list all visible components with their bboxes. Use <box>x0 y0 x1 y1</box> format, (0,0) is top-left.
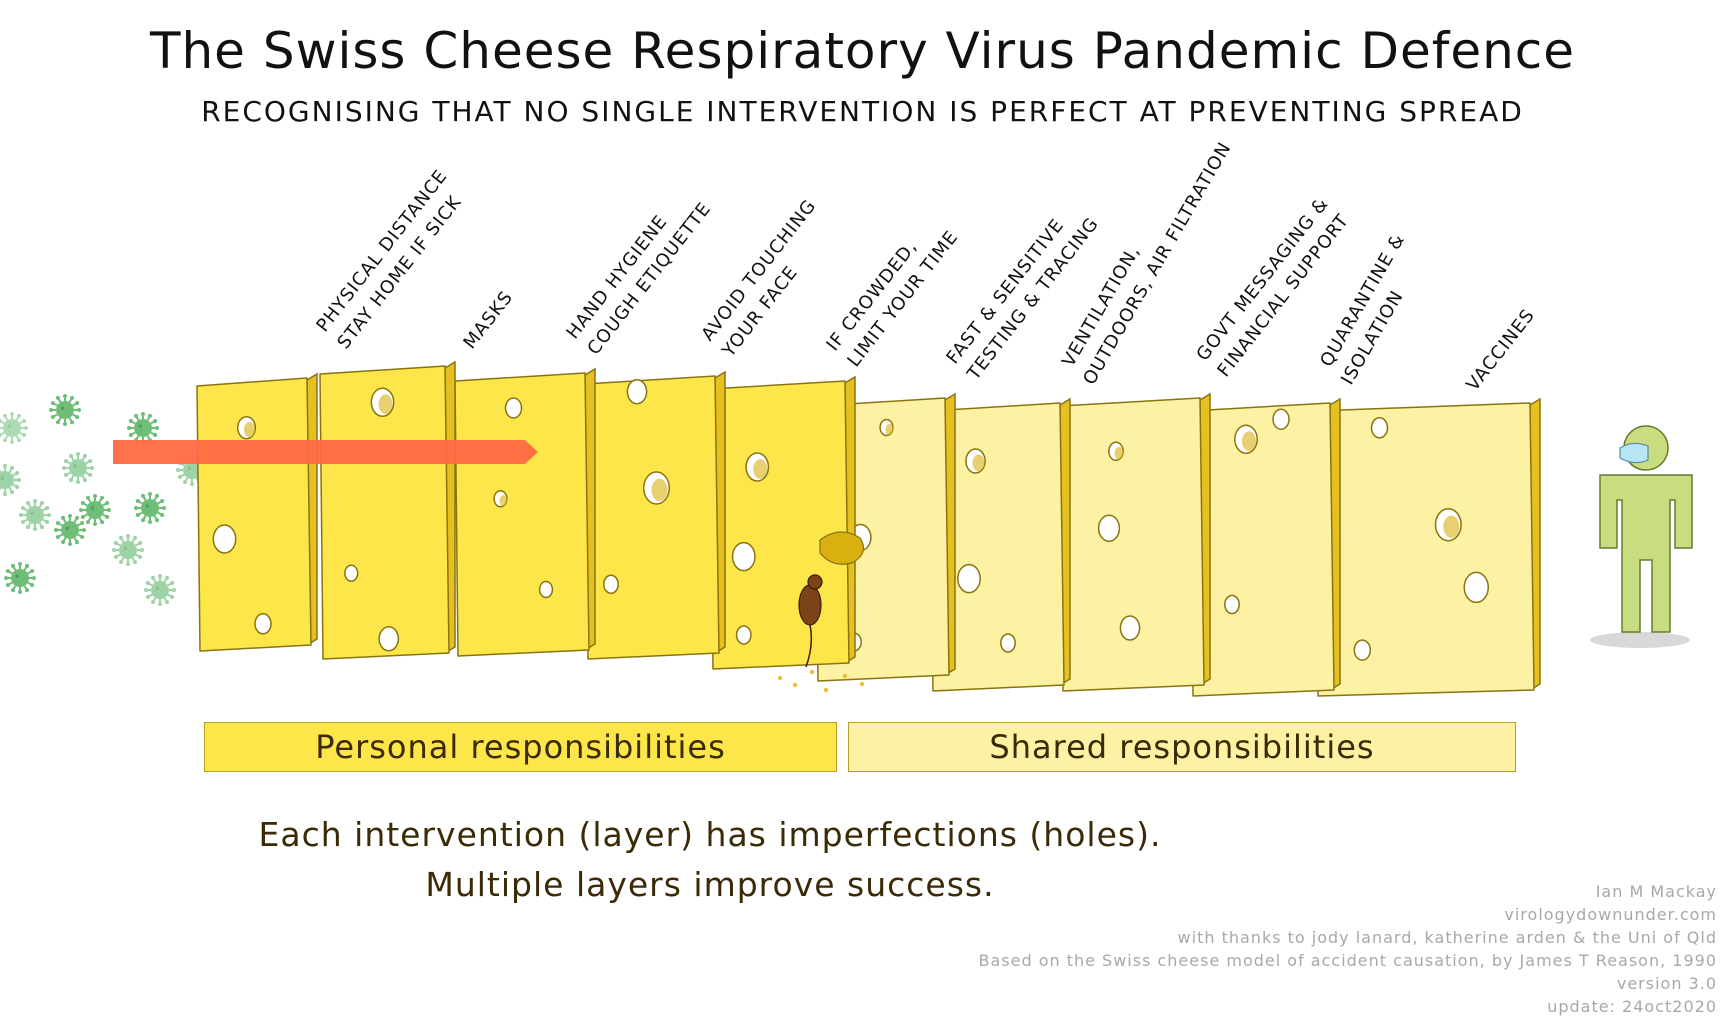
virus-icon <box>134 492 166 524</box>
cheese-face <box>1189 402 1335 697</box>
mouse-icon <box>777 531 865 693</box>
cheese-face <box>196 377 312 652</box>
credit-version: version 3.0 <box>1616 974 1717 993</box>
person-icon <box>1590 425 1693 648</box>
cheese-hole-depth <box>378 394 393 415</box>
cheese-hole <box>1370 417 1389 439</box>
cheese-layer-9 <box>1189 397 1341 697</box>
cheese-layer-5 <box>709 375 856 670</box>
layer-labels: physical distance stay home if sick mask… <box>312 138 1539 395</box>
mask-icon <box>1619 442 1649 464</box>
layer-label-10a: vaccines <box>1462 305 1539 395</box>
cheese-hole-depth <box>1242 431 1256 452</box>
virus-icon <box>54 514 86 546</box>
credit-thanks: with thanks to jody lanard, katherine ar… <box>1177 928 1717 947</box>
cheese-layer-1 <box>196 372 318 652</box>
cheese-face <box>1059 397 1205 692</box>
cheese-crumb <box>809 669 815 675</box>
cheese-hole <box>538 580 554 599</box>
cheese-crumb <box>842 673 848 679</box>
caption-line-1: Each intervention (layer) has imperfecti… <box>258 815 1162 854</box>
cheese-face <box>584 375 720 660</box>
diagram-subtitle: recognising that no single intervention … <box>201 95 1524 128</box>
virus-icon <box>0 464 21 496</box>
credit-author: Ian M Mackay <box>1595 882 1717 901</box>
layer-label-8a: govt messaging & <box>1192 193 1333 365</box>
mouse-body <box>798 584 822 626</box>
cheese-hole-depth <box>651 478 668 502</box>
cheese-crumb <box>823 687 829 693</box>
layer-label-2a: masks <box>459 287 517 353</box>
virus-icon <box>144 574 176 606</box>
cheese-layer-4 <box>584 370 726 660</box>
diagram-title: The Swiss Cheese Respiratory Virus Pande… <box>149 22 1576 80</box>
cheese-face <box>319 365 450 660</box>
cheese-hole <box>378 626 400 652</box>
cheese-hole <box>1463 571 1489 604</box>
cheese-hole <box>1119 615 1141 641</box>
cheese-layer-3 <box>454 367 596 657</box>
credit-update: update: 24oct2020 <box>1547 997 1717 1016</box>
chewed-hole <box>819 531 865 565</box>
cheese-crumb <box>777 675 783 681</box>
virus-icon <box>19 499 51 531</box>
cheese-crumb <box>792 682 798 688</box>
virus-icon <box>79 494 111 526</box>
mouse-head <box>807 574 823 590</box>
cheese-layer-10 <box>1314 397 1541 697</box>
cheese-hole <box>254 613 272 635</box>
cheese-face <box>709 380 850 670</box>
cheese-layer-8 <box>1059 392 1211 692</box>
virus-icon <box>0 412 28 444</box>
person-shadow <box>1590 632 1690 648</box>
mouse-tail <box>805 624 813 668</box>
cheese-hole <box>212 524 237 554</box>
cheese-hole <box>1097 514 1121 542</box>
cheese-hole <box>626 379 648 405</box>
person-body <box>1599 474 1693 633</box>
cheese-hole <box>735 625 752 645</box>
cheese-hole-depth <box>972 454 985 472</box>
credit-based-on: Based on the Swiss cheese model of accid… <box>978 951 1717 970</box>
cheese-hole <box>504 397 523 419</box>
cheese-hole-depth <box>499 495 508 507</box>
cheese-hole <box>1224 594 1240 615</box>
cheese-hole-depth <box>1443 515 1460 538</box>
virus-icon <box>4 562 36 594</box>
cheese-hole <box>344 564 359 582</box>
cheese-layers <box>196 360 1541 697</box>
arrow-icon <box>113 440 538 464</box>
cheese-hole <box>603 574 619 594</box>
cheese-hole <box>731 541 756 572</box>
cheese-layer-2 <box>319 360 456 660</box>
cheese-hole <box>1353 639 1372 661</box>
cheese-face <box>1314 402 1535 697</box>
virus-path-arrow <box>113 440 538 464</box>
cheese-hole-depth <box>1114 447 1124 460</box>
cheese-face <box>454 372 590 657</box>
cheese-crumb <box>859 681 865 687</box>
virus-icon <box>127 412 159 444</box>
cheese-hole-depth <box>244 422 255 438</box>
cheese-layer-7 <box>929 397 1071 692</box>
virus-icon <box>49 394 81 426</box>
cheese-hole <box>1272 408 1290 430</box>
cheese-hole <box>957 563 981 594</box>
credit-site: virologydownunder.com <box>1504 905 1717 924</box>
cheese-hole-depth <box>885 423 894 436</box>
shared-responsibilities-band: Shared responsibilities <box>848 722 1516 772</box>
cheese-hole-depth <box>753 459 768 479</box>
caption-line-2: Multiple layers improve success. <box>425 865 995 904</box>
personal-responsibilities-band: Personal responsibilities <box>204 722 837 772</box>
virus-icon <box>112 534 144 566</box>
cheese-hole <box>1000 633 1016 653</box>
virus-icon <box>62 452 94 484</box>
